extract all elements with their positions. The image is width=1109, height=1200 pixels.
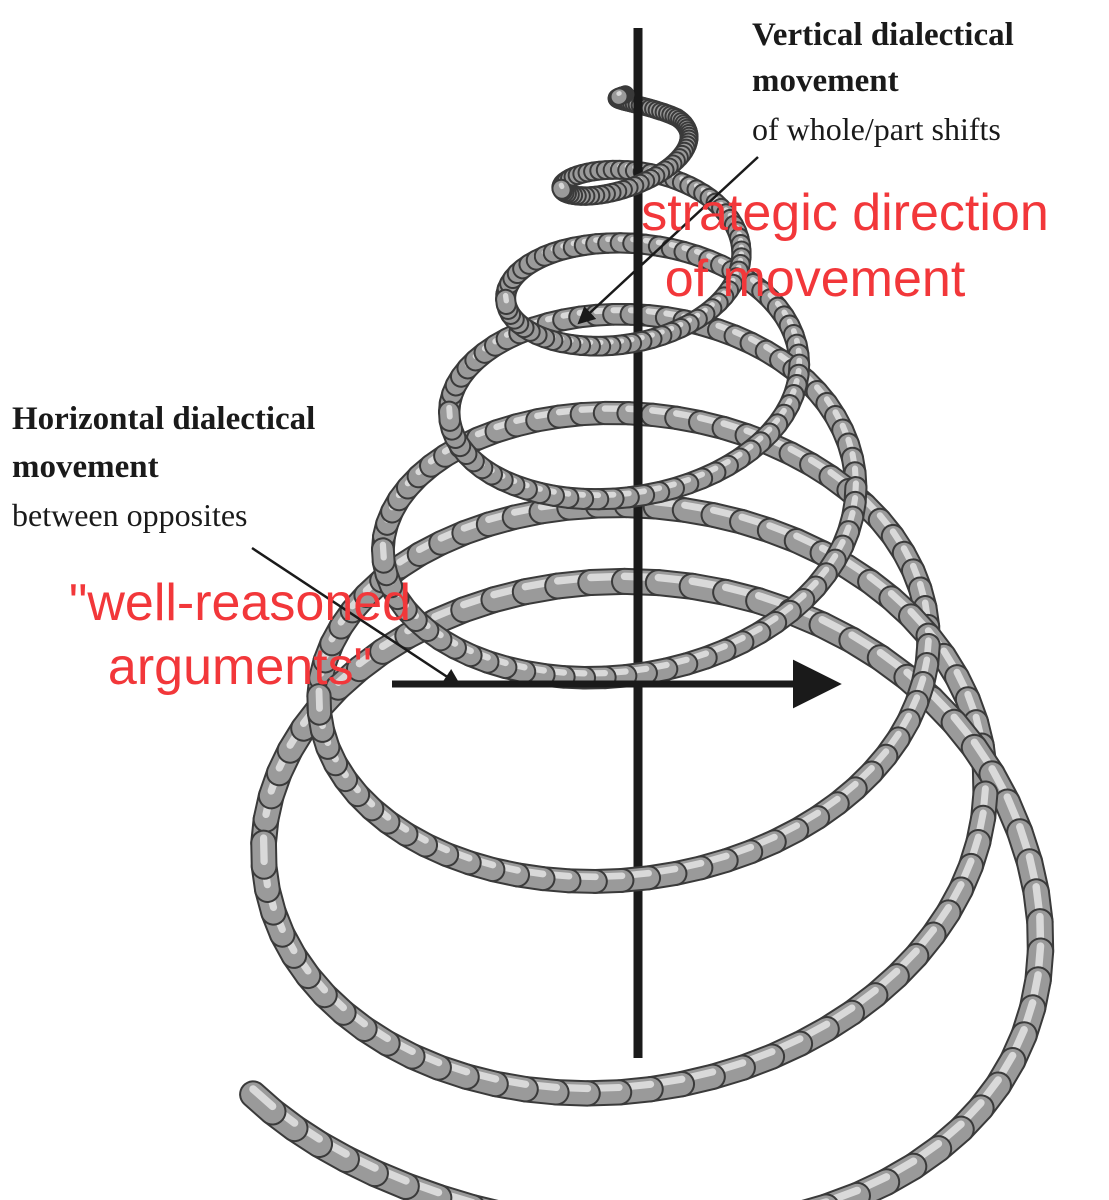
spiral-spring-icon [239,85,1055,1200]
pointer-arrow-vertical-icon [577,156,759,325]
horizontal-movement-subtitle: between opposites [12,497,248,533]
strategic-direction-annotation-2: of movement [664,250,966,308]
spring-segment [249,1085,277,1111]
horizontal-movement-title: Horizontal dialectical [12,401,316,437]
spring-segment [241,1082,285,1124]
spring-segment [822,1186,862,1200]
horizontal-movement-title-2: movement [12,449,159,485]
spring-segment [502,292,509,304]
vertical-movement-title: Vertical dialectical [752,17,1014,53]
pointer-arrow-horizontal-icon [251,546,461,686]
spring-segment [816,1183,870,1200]
vertical-movement-title-2: movement [752,63,899,99]
vertical-movement-subtitle: of whole/part shifts [752,111,1001,147]
well-reasoned-annotation-2: arguments" [107,638,373,696]
spring-segment [558,182,565,190]
strategic-direction-annotation: strategic direction [641,184,1049,242]
well-reasoned-annotation: "well-reasoned [68,574,412,632]
spring-segment [315,687,323,712]
spring-segment [379,541,387,561]
spring-segment [446,404,453,420]
spiral-spring-icon-back [250,87,1055,965]
spring-segment [259,834,268,866]
